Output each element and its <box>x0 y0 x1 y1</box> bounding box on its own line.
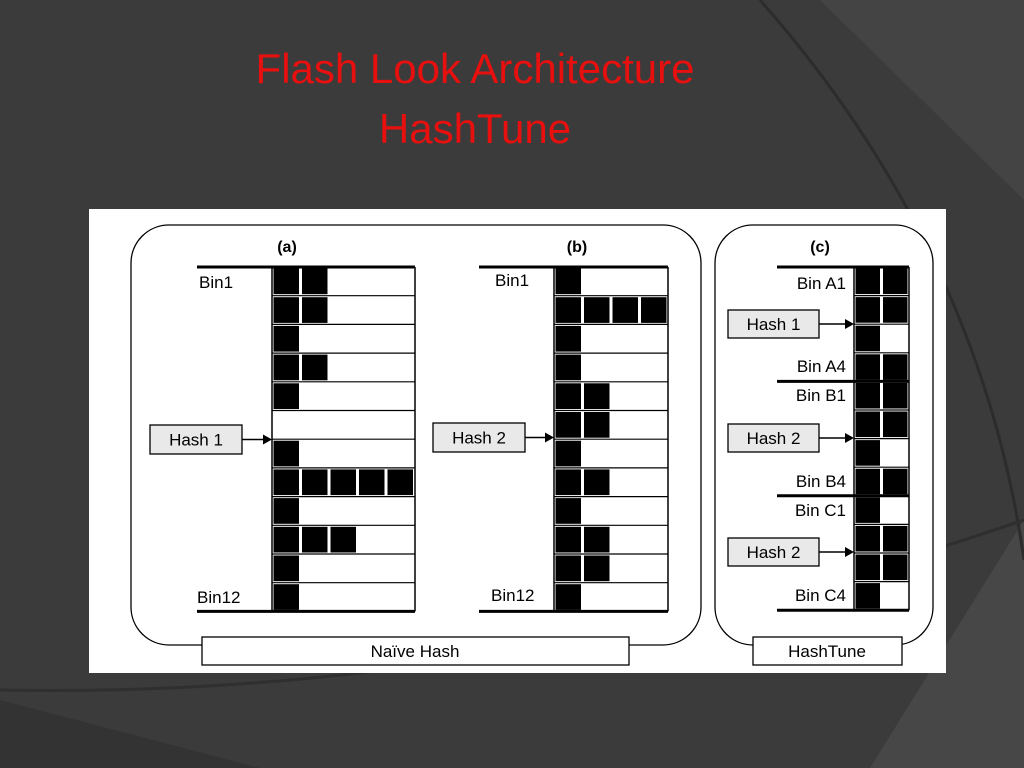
panel-a-filled-cell <box>302 526 328 553</box>
panel-a-filled-cell <box>302 297 328 323</box>
panel-b-filled-cell <box>584 383 610 409</box>
panel-c-bin-label: Bin C1 <box>795 501 846 520</box>
panel-a-filled-cell <box>273 440 299 467</box>
panel-c-filled-cell <box>855 382 880 409</box>
panel-b-hash-box <box>432 422 526 453</box>
panel-a-filled-cell <box>273 354 299 381</box>
panel-a-filled-cell <box>359 469 385 496</box>
panel-c-filled-cell <box>883 382 908 409</box>
panel-a-filled-cell <box>273 584 299 610</box>
panel-c-filled-cell <box>855 440 880 466</box>
panel-c-hash-box <box>727 309 820 339</box>
panel-b-label: (b) <box>567 239 587 256</box>
panel-c-filled-cell <box>855 411 880 438</box>
panel-b-hash-box-arrowhead <box>545 432 554 443</box>
panel-c-filled-cell <box>883 468 908 495</box>
panel-a-filled-cell <box>330 469 356 496</box>
panel-c-hash-box-label: Hash 1 <box>747 315 801 334</box>
panel-c-filled-cell <box>883 554 908 581</box>
panel-c-filled-cell <box>855 554 880 581</box>
panel-c-hash-box-label: Hash 2 <box>747 429 801 448</box>
panel-b-bin-first-label: Bin1 <box>495 271 529 290</box>
panel-c-filled-cell <box>883 525 908 552</box>
panel-c-filled-cell <box>855 497 880 523</box>
bg-facet <box>0 700 260 768</box>
panel-a-label: (a) <box>277 239 297 256</box>
panel-c-filled-cell <box>883 297 908 323</box>
panel-b-filled-cell <box>555 325 581 352</box>
panel-a-filled-cell <box>273 325 299 352</box>
naive-hash-label: Naïve Hash <box>371 642 460 661</box>
panel-a-filled-cell <box>273 498 299 524</box>
slide-title: Flash Look Architecture <box>255 45 695 92</box>
panel-c-hash-box-arrowhead <box>845 319 854 329</box>
panel-b-filled-cell <box>555 268 581 295</box>
panel-b-filled-cell <box>555 555 581 582</box>
hashtune-label-box <box>752 636 903 666</box>
panel-b-hash-box-label: Hash 2 <box>452 429 506 448</box>
panel-a-filled-cell <box>273 526 299 553</box>
panel-c-filled-cell <box>855 354 880 380</box>
panel-a-filled-cell <box>302 268 328 295</box>
panel-a-filled-cell <box>273 469 299 496</box>
panel-c-filled-cell <box>883 268 908 295</box>
panel-b-filled-cell <box>555 584 581 610</box>
panel-a-filled-cell <box>273 268 299 295</box>
panel-c-hash-box-label: Hash 2 <box>747 543 801 562</box>
panel-b-filled-cell <box>555 440 581 467</box>
panel-b-filled-cell <box>641 297 667 323</box>
slide-subtitle: HashTune <box>378 105 572 152</box>
panel-c-filled-cell <box>855 468 880 495</box>
panel-b-filled-cell <box>555 498 581 524</box>
panel-a-filled-cell <box>330 526 356 553</box>
panel-a-hash-box-arrowhead <box>263 434 272 445</box>
panel-b-filled-cell <box>584 555 610 582</box>
bg-facet <box>870 520 1024 768</box>
panel-c-filled-cell <box>855 297 880 323</box>
panel-b-filled-cell <box>555 412 581 438</box>
panel-c-hash-box-arrowhead <box>845 547 854 557</box>
panel-a-filled-cell <box>387 469 413 496</box>
panel-b-filled-cell <box>584 526 610 553</box>
panel-b-filled-cell <box>612 297 638 323</box>
panel-a-hash-box-label: Hash 1 <box>169 431 223 450</box>
panel-c-filled-cell <box>855 583 880 609</box>
panel-a-bin-last-label: Bin12 <box>197 588 240 607</box>
panel-c-hash-box <box>727 423 820 453</box>
panel-a-filled-cell <box>273 297 299 323</box>
panel-a-filled-cell <box>273 555 299 582</box>
panel-c-label: (c) <box>810 239 830 256</box>
panel-a-filled-cell <box>273 383 299 409</box>
panel-b-filled-cell <box>584 412 610 438</box>
naive-hash-label-box <box>201 636 630 666</box>
panel-b-filled-cell <box>555 526 581 553</box>
panel-a-filled-cell <box>302 354 328 381</box>
hashtune-label: HashTune <box>788 642 866 661</box>
panel-b-filled-cell <box>555 383 581 409</box>
panel-b-bin-last-label: Bin12 <box>491 586 534 605</box>
panel-b-filled-cell <box>555 469 581 496</box>
panel-c-filled-cell <box>855 525 880 552</box>
panel-c-bin-label: Bin C4 <box>795 586 846 605</box>
panel-c-filled-cell <box>855 268 880 295</box>
panel-c-bin-label: Bin B4 <box>796 472 846 491</box>
panel-a-filled-cell <box>302 469 328 496</box>
panel-c-filled-cell <box>883 411 908 438</box>
panel-c-filled-cell <box>855 325 880 352</box>
panel-b-filled-cell <box>584 297 610 323</box>
panel-c-bin-label: Bin A1 <box>797 274 846 293</box>
panel-c-bin-label: Bin B1 <box>796 386 846 405</box>
panel-c-hash-box-arrowhead <box>845 433 854 443</box>
panel-b-filled-cell <box>555 297 581 323</box>
panel-c-bin-label: Bin A4 <box>797 357 846 376</box>
panel-b-filled-cell <box>584 469 610 496</box>
panel-c-hash-box <box>727 537 820 567</box>
panel-a-bin-first-label: Bin1 <box>199 273 233 292</box>
panel-b-filled-cell <box>555 354 581 381</box>
panel-c-filled-cell <box>883 354 908 380</box>
bg-facet <box>820 0 1024 200</box>
